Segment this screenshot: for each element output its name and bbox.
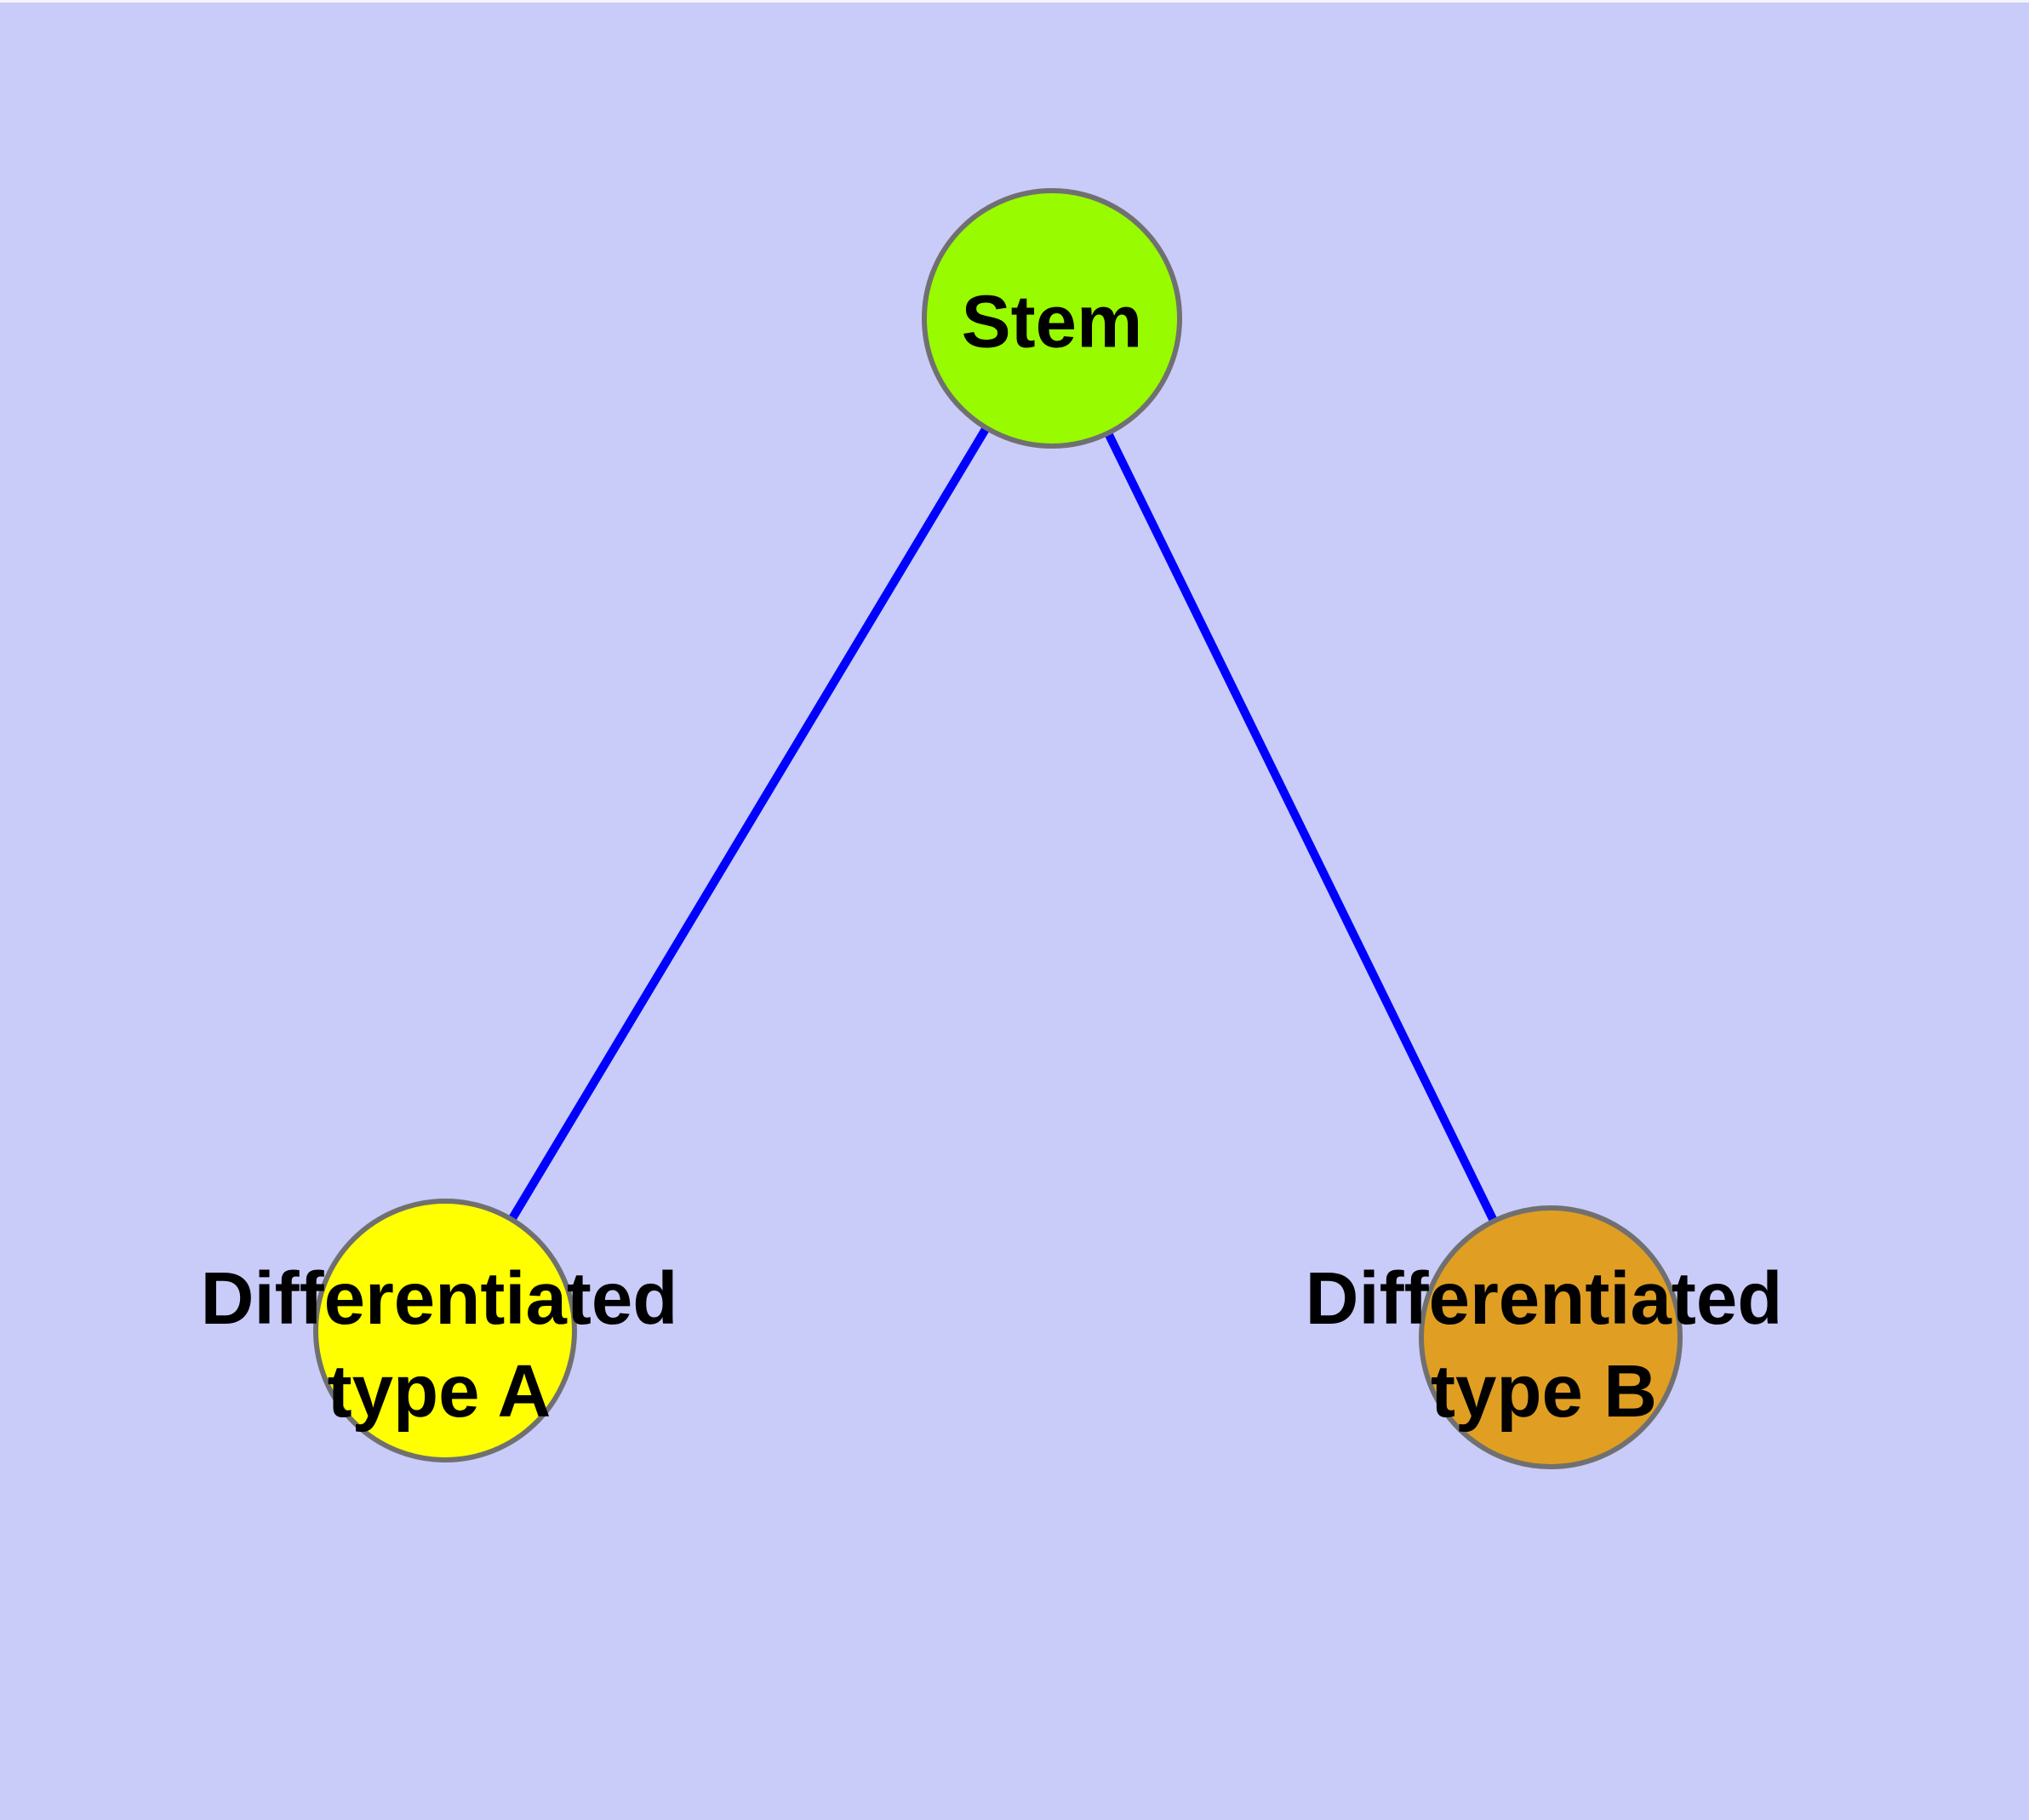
node-stem-circle (922, 188, 1182, 449)
edge-stem-to-type-a (441, 316, 1056, 1333)
node-differentiated-type-b-circle (1419, 1205, 1683, 1469)
window-top-edge (0, 0, 2029, 3)
node-differentiated-type-a-circle (313, 1199, 577, 1462)
edge-stem-to-type-b (1048, 316, 1555, 1340)
